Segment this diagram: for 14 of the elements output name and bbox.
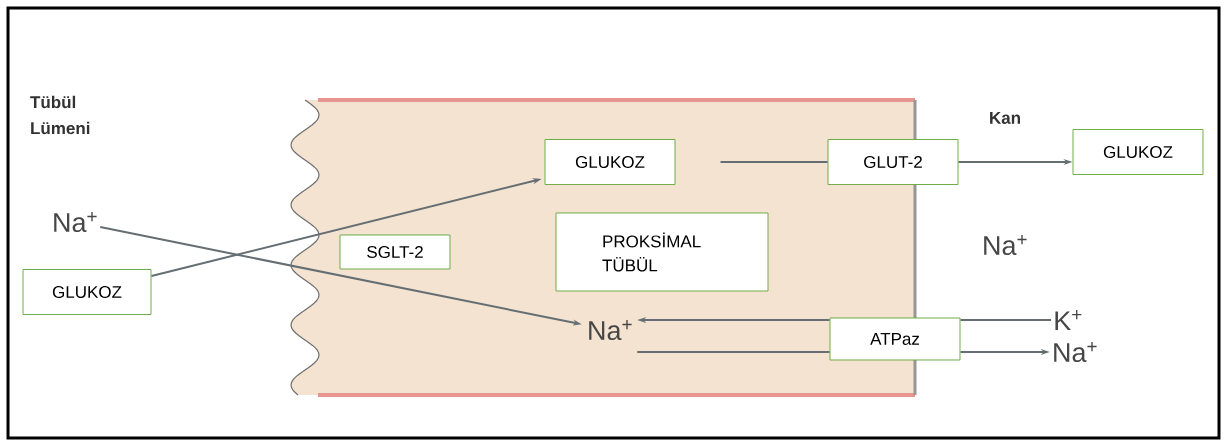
- label-box: GLUKOZ: [1072, 129, 1204, 175]
- label-box: ATPaz: [829, 317, 961, 361]
- ion-label: K$^{+}$: [1055, 310, 1082, 330]
- ion-label: Na$^{+}$: [984, 234, 1027, 256]
- label-box: PROKSİMAL TÜBÜL: [555, 212, 769, 292]
- label-box: GLUT-2: [827, 139, 959, 185]
- ion-label: Na$^{+}$: [54, 211, 97, 233]
- ion-label: Na$^{+}$: [589, 319, 632, 341]
- label-box: GLUKOZ: [22, 269, 152, 315]
- label-box: GLUKOZ: [544, 139, 676, 185]
- label-box: SGLT-2: [339, 234, 451, 270]
- ion-label: Na$^{+}$: [1054, 341, 1097, 363]
- heading-label: Tübül Lümeni: [30, 95, 90, 135]
- heading-label: Kan: [990, 112, 1020, 124]
